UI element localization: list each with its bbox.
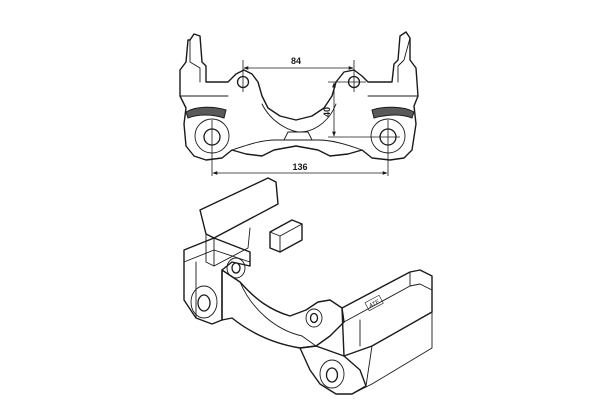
front-body-outline (179, 31, 419, 161)
iso-upper-right-boss (305, 308, 323, 328)
iso-right-rail (341, 269, 433, 357)
iso-top-rail (199, 177, 279, 239)
dim-84-label: 84 (291, 56, 301, 66)
iso-right-bolt-hole (325, 367, 339, 383)
iso-left-leg-edge (183, 249, 251, 319)
front-center-notch (283, 131, 313, 141)
front-hole-centerlines (211, 60, 389, 176)
front-left-pad-contact (185, 106, 227, 119)
ate-stamp: ATE (364, 294, 384, 312)
iso-top-rail-face (205, 227, 251, 267)
front-view: 84 40 136 (179, 31, 419, 176)
ate-stamp-text: ATE (367, 299, 381, 311)
iso-left-boss (190, 285, 218, 319)
front-right-ear-inner (397, 37, 411, 83)
iso-right-rail-edge (343, 271, 433, 347)
iso-upper-left-boss (226, 257, 246, 279)
iso-arch-inner (239, 281, 317, 347)
iso-guide-block (269, 219, 303, 253)
isometric-view: ATE (183, 177, 433, 395)
iso-upper-left-hole (231, 262, 241, 274)
dim-136-label: 136 (292, 162, 307, 172)
iso-guide-block-face (269, 223, 303, 253)
front-left-ear-inner (189, 39, 201, 83)
iso-right-rail-lower (351, 311, 433, 395)
iso-right-boss (319, 359, 345, 389)
iso-upper-right-hole (309, 312, 319, 324)
front-right-pad-contact (371, 106, 415, 119)
dim-40-label: 40 (322, 107, 332, 117)
iso-left-bolt-hole (197, 294, 211, 312)
front-bottom-web (231, 139, 363, 151)
